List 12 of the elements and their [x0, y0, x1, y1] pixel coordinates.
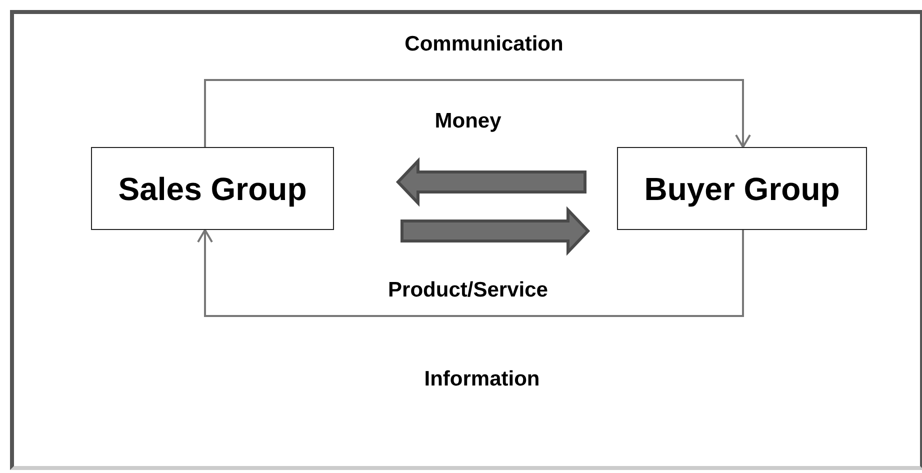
group-box: [617, 147, 867, 230]
edge-label: Product/Service: [388, 277, 548, 304]
box-title: Buyer Group: [644, 170, 840, 209]
edge-label: Communication: [404, 31, 564, 58]
block-arrow: [400, 206, 590, 256]
edge-label: Information: [424, 366, 540, 392]
arrow: [197, 229, 744, 317]
block-arrow: [396, 157, 586, 207]
group-box: [91, 147, 334, 230]
arrow: [204, 79, 751, 148]
box-title: Sales Group: [118, 170, 307, 209]
edge-label: Money: [434, 108, 502, 134]
